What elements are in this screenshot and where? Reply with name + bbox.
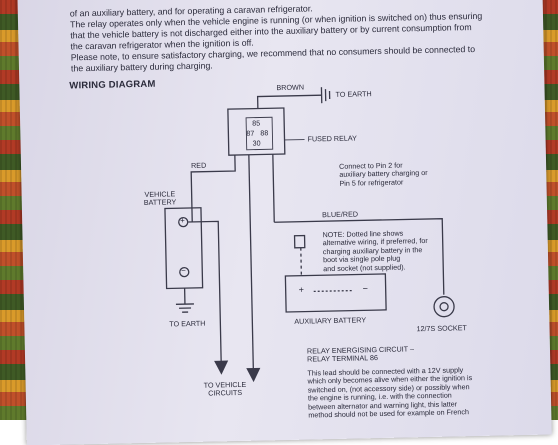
fused-relay-label: FUSED RELAY <box>307 134 357 143</box>
to-vehicle-circuits-line: CIRCUITS <box>204 389 247 398</box>
vehicle-battery-label-line: BATTERY <box>144 199 177 208</box>
relay-pin-87: 87 <box>246 130 254 139</box>
aux-battery-link <box>314 291 352 292</box>
red-label: RED <box>191 162 206 171</box>
earth-symbol-bottom <box>176 304 194 312</box>
relay-pin-85: 85 <box>252 119 260 128</box>
vehicle-battery-label: VEHICLE BATTERY <box>144 190 177 207</box>
auxiliary-battery-label: AUXILIARY BATTERY <box>294 316 366 326</box>
relay-energising-arrow <box>247 369 259 381</box>
dotted-alt-wire <box>301 248 302 276</box>
blue-red-label: BLUE/RED <box>322 210 358 219</box>
connect-note: Connect to Pin 2 for auxiliary battery c… <box>339 161 428 188</box>
aux-battery-minus: − <box>363 284 368 293</box>
to-earth-top-label: TO EARTH <box>336 90 372 99</box>
earth-symbol-top <box>321 87 329 103</box>
relay-pin-88: 88 <box>260 129 268 138</box>
socket-outer <box>434 296 454 316</box>
aux-battery-plus: + <box>299 286 304 295</box>
instruction-sheet: of an auxiliary battery, and for operati… <box>17 0 552 445</box>
brown-label: BROWN <box>276 84 304 93</box>
vehicle-battery-minus: − <box>181 267 186 276</box>
socket-label: 12/7S SOCKET <box>416 324 467 333</box>
single-pole-plug <box>295 236 305 248</box>
relay-energising-title: RELAY ENERGISING CIRCUIT – RELAY TERMINA… <box>307 345 414 364</box>
relay-feed-wire <box>249 155 254 373</box>
dotted-line-note: NOTE: Dotted line shows alternative wiri… <box>322 229 428 273</box>
blue-red-wire <box>273 154 274 222</box>
relay-pin-30: 30 <box>253 139 261 148</box>
brown-wire <box>258 95 322 108</box>
vehicle-circuits-arrow <box>215 361 227 373</box>
to-vehicle-circuits-label: TO VEHICLE CIRCUITS <box>204 381 247 399</box>
relay-energising-body: This lead should be connected with a 12V… <box>307 366 473 420</box>
relay-box <box>228 108 285 155</box>
socket-inner <box>440 303 448 311</box>
vehicle-battery-plus: + <box>180 217 185 226</box>
vehicle-circuits-wire <box>188 221 221 367</box>
to-earth-bottom-label: TO EARTH <box>169 320 205 329</box>
